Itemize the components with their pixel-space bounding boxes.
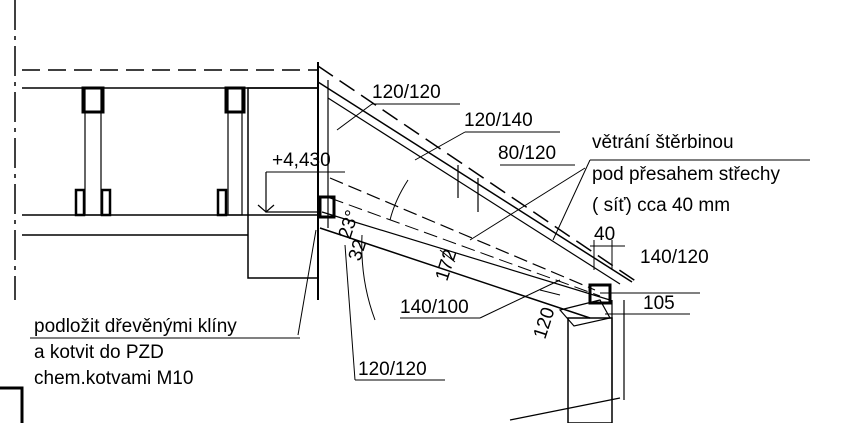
dim-120-tick [539,289,561,296]
eave-plate [588,283,612,305]
label-note-1: podložit dřevěnými klíny [34,316,237,337]
leader-rafter-small [469,167,586,241]
stud-2-foot [216,188,228,217]
angle-arc-32 [361,234,376,321]
stud-2 [227,87,243,216]
stud-1-foot-a [74,188,86,217]
label-dim-40: 40 [594,224,615,245]
rafter-dashed-line [329,177,596,291]
leader-rafter-main [414,131,466,161]
label-rafter-small: 80/120 [498,143,556,164]
leader-note [297,229,317,336]
dim-172-tick [439,249,456,263]
roof-top-line [317,81,633,283]
wall-plate [318,195,336,219]
rafter-dashed-line-2 [329,197,601,297]
leader-post-bottom [344,244,356,381]
stud-2-head [224,86,246,114]
rafter-bottom-line [319,227,591,319]
label-angle-23: 23° [335,208,364,242]
leader-beam-low [479,279,561,319]
label-eave-member: 140/120 [640,247,709,268]
label-dim-172: 172 [432,247,462,284]
label-level: +4,430 [272,150,331,171]
leader-vent [552,159,591,241]
label-vent-3: ( síť) cca 40 mm [592,195,730,216]
label-dim-105: 105 [643,293,675,314]
stud-1 [84,87,102,216]
stud-1-foot-b [100,188,112,217]
leader-beam-top [336,103,373,131]
level-marker [265,172,318,213]
roof-second-line [327,97,621,285]
label-rafter-main: 120/140 [464,110,533,131]
label-note-3: chem.kotvami M10 [34,368,193,389]
label-vent-2: pod přesahem střechy [592,164,780,185]
rafter-middle-line [321,211,611,301]
stud-1-head [81,86,105,114]
label-post-bottom: 120/120 [358,359,427,380]
label-vent-1: větrání štěrbinou [592,132,734,153]
label-beam-low: 140/100 [400,297,469,318]
corner-bracket [0,386,24,423]
label-angle-32: 32 [345,237,372,264]
wall-block [247,87,319,279]
label-note-2: a kotvit do PZD [34,342,164,363]
level-arrow [257,204,275,213]
label-beam-top: 120/120 [372,82,441,103]
ground-line [509,397,621,421]
label-dim-120: 120 [530,305,560,342]
dashed-roof-line [317,65,638,283]
angle-arc-23 [389,179,409,221]
